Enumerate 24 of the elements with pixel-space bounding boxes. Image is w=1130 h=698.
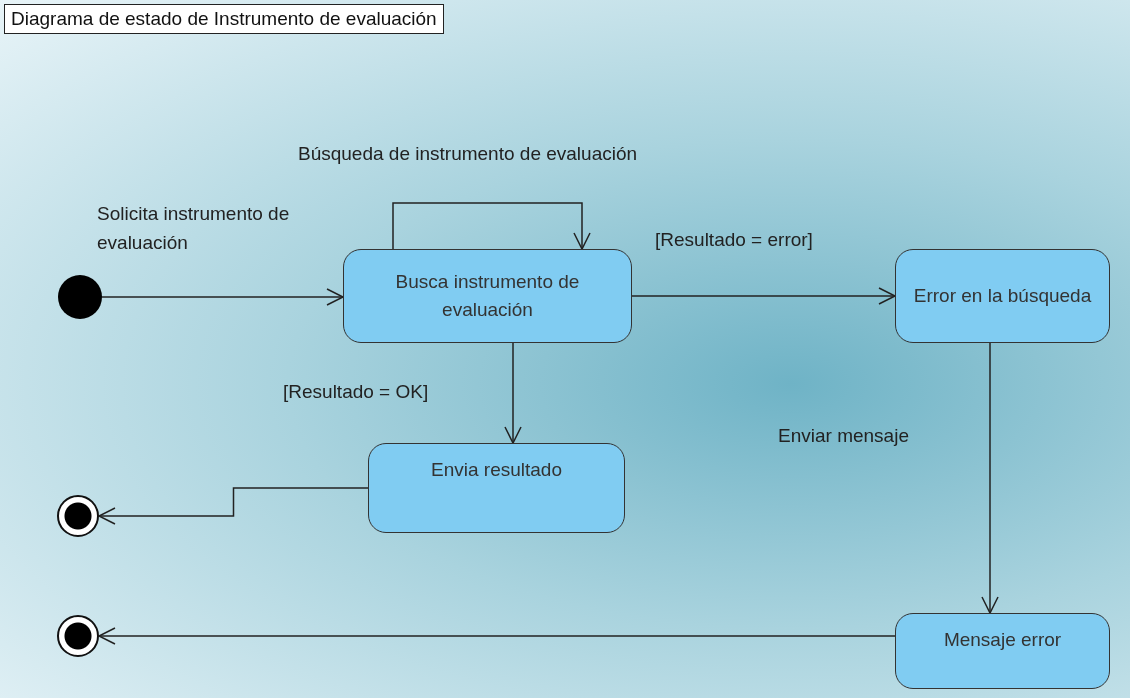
edge-label: [Resultado = OK] [283,380,430,404]
final-state [57,495,99,537]
transition-arrow [631,287,896,305]
edge-label: [Resultado = error] [655,228,814,252]
state-name: Envia resultado [431,458,562,482]
state-box [895,613,1110,689]
state-box [343,249,632,343]
edge-label: Solicita instrumento de evaluación [97,202,291,255]
state-box [368,443,625,533]
edge-label: Enviar mensaje [778,424,910,448]
transition-arrow [504,342,522,444]
final-state [57,615,99,657]
transition-arrow [101,288,344,306]
edge-label: Búsqueda de instrumento de evaluación [298,142,639,166]
state-name: Error en la búsqueda [913,284,1092,309]
transition-arrow [981,342,999,614]
transition-arrow [98,627,896,645]
state-name: Busca instrumento de evaluación [394,270,581,322]
transition-arrow [392,202,591,250]
diagram-title: Diagrama de estado de Instrumento de evaluación [4,4,444,34]
initial-state [58,275,102,319]
transition-arrow [98,487,369,525]
state-box [895,249,1110,343]
state-name: Mensaje error [943,628,1062,652]
